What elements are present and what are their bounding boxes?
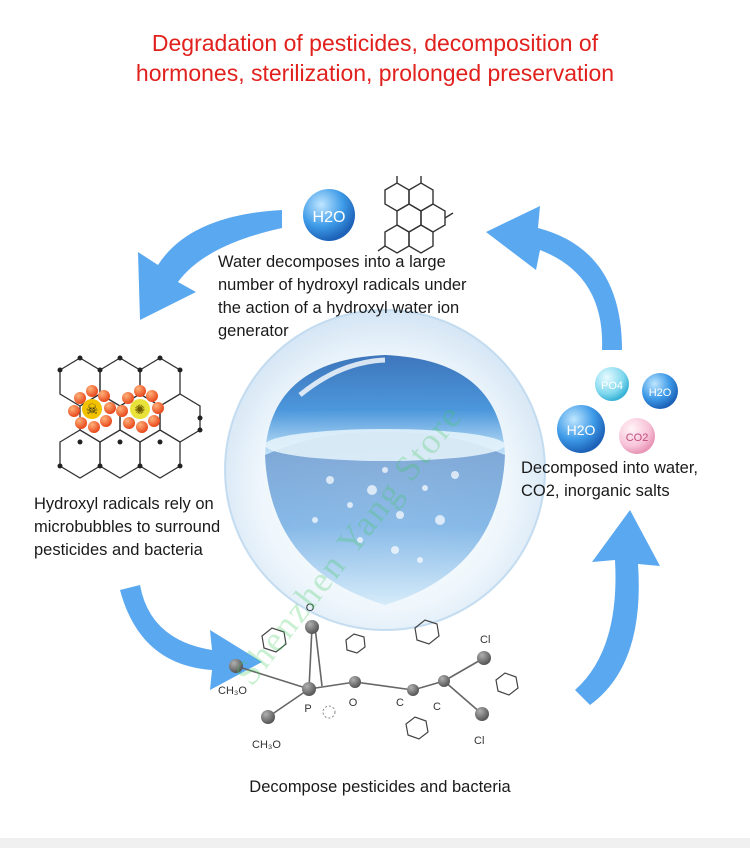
atom-ch3o-bottom: CH₃O [252, 739, 281, 751]
h2o-top-label: H2O [313, 209, 346, 226]
step-label-right: Decomposed into water, CO2, inorganic sa… [521, 459, 699, 500]
atom-p: P [304, 703, 311, 715]
product-molecules: PO4 H2O H2O CO2 [557, 367, 678, 454]
water-sphere [224, 309, 546, 631]
page-title: Degradation of pesticides, decomposition… [0, 28, 750, 88]
arrow-top-right [486, 206, 622, 350]
title-line-2: hormones, sterilization, prolonged prese… [135, 60, 615, 86]
atom-c2: C [433, 701, 441, 713]
h2o-right-label: H2O [567, 422, 596, 438]
h2o-small-label: H2O [649, 387, 672, 399]
title-line-1: Degradation of pesticides, decomposition… [151, 30, 599, 56]
step-label-top: Water decomposes into a large number of … [218, 253, 467, 340]
atom-cl-top: Cl [480, 634, 490, 646]
toxin-cluster-2: ✺ [116, 385, 164, 433]
bottom-strip [0, 838, 750, 848]
bacteria-icon: ✺ [135, 402, 146, 417]
cycle-arrows [120, 206, 660, 705]
co2-label: CO2 [626, 432, 649, 444]
hex-lattice-top [377, 176, 454, 254]
arrow-top-left [138, 210, 282, 320]
pesticide-structure: O CH₃O P O C C Cl Cl CH₃O [218, 602, 519, 751]
lattice-dots-left [57, 355, 203, 469]
toxin-cluster-1: ☠ [68, 385, 116, 433]
atom-c1: C [396, 697, 404, 709]
atom-o-top: O [306, 602, 315, 614]
skull-icon: ☠ [86, 401, 99, 417]
step-label-bottom: Decompose pesticides and bacteria [249, 778, 511, 796]
step-label-left: Hydroxyl radicals rely on microbubbles t… [34, 495, 221, 559]
atom-o-mid: O [349, 697, 358, 709]
h2o-molecule-top: H2O [303, 189, 355, 241]
po4-label: PO4 [601, 380, 623, 392]
atom-ch3o-left: CH₃O [218, 685, 247, 697]
arrow-right-up [575, 510, 660, 705]
atom-cl-bottom: Cl [474, 735, 484, 747]
arrow-left-bottom [120, 585, 262, 690]
